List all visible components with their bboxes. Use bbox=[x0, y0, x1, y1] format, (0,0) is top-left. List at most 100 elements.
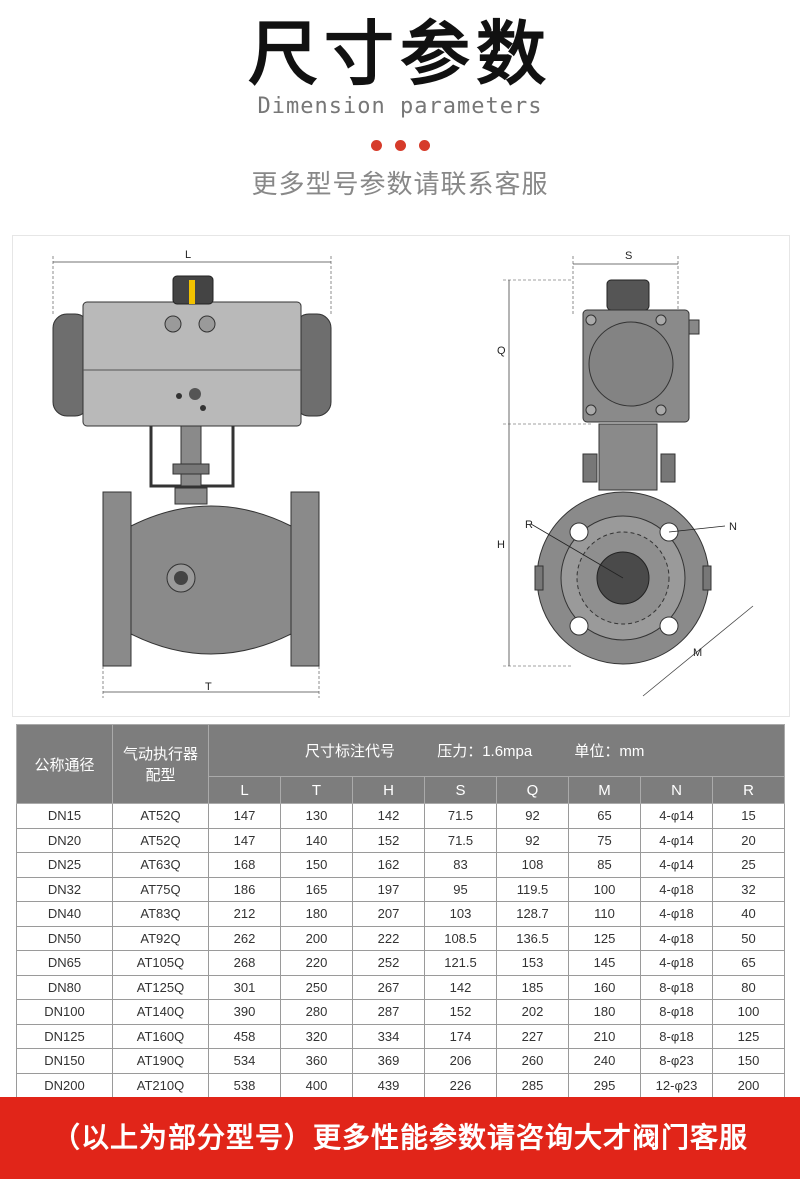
table-cell: 252 bbox=[352, 950, 425, 976]
table-cell: 220 bbox=[280, 950, 353, 976]
table-cell: DN200 bbox=[16, 1072, 113, 1098]
table-cell: 152 bbox=[352, 827, 425, 853]
table-cell: 150 bbox=[711, 1048, 786, 1074]
table-cell: 92 bbox=[496, 803, 569, 829]
table-cell: 390 bbox=[208, 999, 281, 1025]
table-cell: 103 bbox=[424, 901, 497, 927]
table-cell: AT140Q bbox=[112, 999, 209, 1025]
table-cell: 142 bbox=[424, 974, 497, 1000]
table-cell: 4-φ18 bbox=[640, 925, 713, 951]
param-header-r: R bbox=[711, 776, 786, 804]
table-cell: 4-φ14 bbox=[640, 827, 713, 853]
table-cell: 92 bbox=[496, 827, 569, 853]
table-cell: DN65 bbox=[16, 950, 113, 976]
table-cell: 400 bbox=[280, 1072, 353, 1098]
table-cell: 50 bbox=[711, 925, 786, 951]
decorative-dots bbox=[0, 140, 800, 151]
table-cell: 186 bbox=[208, 876, 281, 902]
table-cell: 240 bbox=[568, 1048, 641, 1074]
table-cell: DN40 bbox=[16, 901, 113, 927]
table-cell: AT63Q bbox=[112, 852, 209, 878]
pressure-label: 压力：1.6mpa bbox=[437, 743, 533, 760]
param-header-s: S bbox=[424, 776, 497, 804]
table-cell: AT160Q bbox=[112, 1023, 209, 1049]
table-cell: 165 bbox=[280, 876, 353, 902]
table-cell: 125 bbox=[568, 925, 641, 951]
table-cell: 108.5 bbox=[424, 925, 497, 951]
table-cell: 130 bbox=[280, 803, 353, 829]
param-header-q: Q bbox=[496, 776, 569, 804]
table-cell: 4-φ14 bbox=[640, 852, 713, 878]
param-header-l: L bbox=[208, 776, 281, 804]
red-dot bbox=[370, 140, 382, 151]
table-cell: 140 bbox=[280, 827, 353, 853]
table-cell: 250 bbox=[280, 974, 353, 1000]
table-cell: 85 bbox=[568, 852, 641, 878]
table-cell: 210 bbox=[568, 1023, 641, 1049]
table-header-row: 公称通径 气动执行器 配型 尺寸标注代号 压力：1.6mpa 单位：mm bbox=[16, 724, 786, 804]
table-cell: 147 bbox=[208, 803, 281, 829]
table-cell: 267 bbox=[352, 974, 425, 1000]
table-cell: 152 bbox=[424, 999, 497, 1025]
table-cell: 65 bbox=[568, 803, 641, 829]
red-dot bbox=[418, 140, 430, 151]
page-title: 尺寸参数 bbox=[248, 13, 552, 95]
table-cell: 268 bbox=[208, 950, 281, 976]
table-cell: 174 bbox=[424, 1023, 497, 1049]
table-cell: 212 bbox=[208, 901, 281, 927]
table-cell: 8-φ23 bbox=[640, 1048, 713, 1074]
unit-label: 单位：mm bbox=[574, 743, 645, 760]
label-R: R bbox=[525, 519, 533, 531]
col-actuator-line2: 配型 bbox=[145, 767, 176, 784]
table-cell: 65 bbox=[711, 950, 786, 976]
table-cell: 40 bbox=[711, 901, 786, 927]
label-H: H bbox=[497, 539, 505, 551]
table-cell: 8-φ18 bbox=[640, 1023, 713, 1049]
table-cell: 4-φ18 bbox=[640, 876, 713, 902]
table-cell: AT125Q bbox=[112, 974, 209, 1000]
table-cell: 185 bbox=[496, 974, 569, 1000]
table-cell: 287 bbox=[352, 999, 425, 1025]
table-cell: 71.5 bbox=[424, 827, 497, 853]
table-cell: 4-φ14 bbox=[640, 803, 713, 829]
table-cell: 145 bbox=[568, 950, 641, 976]
table-cell: DN125 bbox=[16, 1023, 113, 1049]
table-cell: 320 bbox=[280, 1023, 353, 1049]
col-actuator: 气动执行器 配型 bbox=[112, 724, 209, 804]
table-cell: 75 bbox=[568, 827, 641, 853]
table-cell: 295 bbox=[568, 1072, 641, 1098]
table-cell: 160 bbox=[568, 974, 641, 1000]
valve-drawing-svg: L T S bbox=[52, 249, 754, 698]
table-cell: AT210Q bbox=[112, 1072, 209, 1098]
table-cell: 197 bbox=[352, 876, 425, 902]
table-cell: 538 bbox=[208, 1072, 281, 1098]
table-cell: DN150 bbox=[16, 1048, 113, 1074]
table-cell: 8-φ18 bbox=[640, 974, 713, 1000]
label-T: T bbox=[205, 681, 212, 693]
table-cell: 334 bbox=[352, 1023, 425, 1049]
table-cell: DN50 bbox=[16, 925, 113, 951]
table-cell: 71.5 bbox=[424, 803, 497, 829]
table-cell: AT105Q bbox=[112, 950, 209, 976]
table-cell: 458 bbox=[208, 1023, 281, 1049]
table-cell: 80 bbox=[711, 974, 786, 1000]
table-cell: 200 bbox=[280, 925, 353, 951]
table-cell: 128.7 bbox=[496, 901, 569, 927]
red-dot bbox=[394, 140, 406, 151]
table-cell: 119.5 bbox=[496, 876, 569, 902]
table-cell: 360 bbox=[280, 1048, 353, 1074]
col-actuator-line1: 气动执行器 bbox=[122, 746, 198, 763]
table-cell: AT52Q bbox=[112, 803, 209, 829]
table-cell: AT190Q bbox=[112, 1048, 209, 1074]
table-cell: 4-φ18 bbox=[640, 901, 713, 927]
table-cell: 206 bbox=[424, 1048, 497, 1074]
